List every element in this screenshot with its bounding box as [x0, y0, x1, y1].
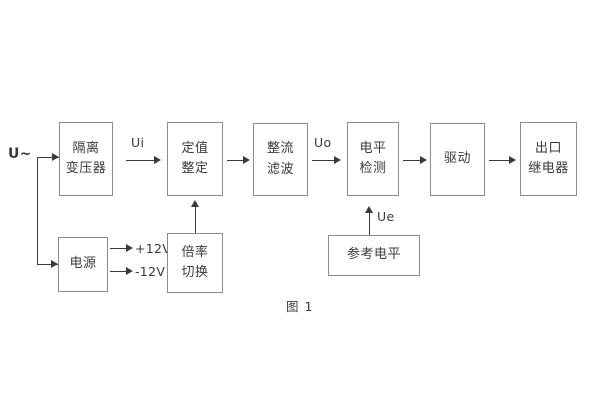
block-reference-level[interactable]: 参考电平 — [328, 235, 420, 276]
connector-multiplier-to-setting — [195, 207, 196, 233]
block-level-detect-line2: 检测 — [359, 161, 387, 176]
block-drive-line1: 驱动 — [443, 151, 471, 167]
block-multiplier-switch-line2: 切换 — [181, 265, 209, 280]
block-multiplier-switch[interactable]: 倍率 切换 — [167, 233, 223, 293]
connector-rail-positive — [110, 248, 128, 249]
rail-negative-label: -12V — [135, 264, 166, 279]
block-setting-value-line2: 整定 — [181, 161, 209, 176]
input-bus-horizontal-bottom — [37, 264, 58, 265]
block-reference-level-line1: 参考电平 — [346, 247, 401, 263]
block-output-relay[interactable]: 出口 继电器 — [520, 122, 577, 196]
block-isolation-transformer[interactable]: 隔离 变压器 — [59, 122, 113, 196]
input-bus-horizontal-top — [37, 157, 59, 158]
block-power-supply[interactable]: 电源 — [58, 237, 108, 292]
arrowhead-to-setting-value-from-multiplier — [190, 200, 199, 207]
input-source-label: U~ — [8, 146, 32, 162]
arrowhead-to-power-supply — [51, 260, 58, 268]
block-level-detect-line1: 电平 — [359, 140, 387, 156]
block-multiplier-switch-line1: 倍率 — [181, 244, 209, 260]
connector-rectify-to-level-detect — [312, 160, 336, 161]
signal-label-ue: Ue — [377, 209, 395, 224]
arrowhead-to-rectify-filter — [243, 155, 250, 164]
connector-drive-to-output-relay — [489, 160, 511, 161]
arrowhead-rail-positive — [126, 243, 133, 252]
arrowhead-to-level-detect-from-reference — [364, 206, 373, 213]
signal-label-ui: Ui — [131, 135, 145, 150]
connector-level-detect-to-drive — [403, 160, 423, 161]
block-power-supply-line1: 电源 — [69, 256, 97, 272]
signal-label-uo: Uo — [314, 135, 332, 150]
connector-setting-to-rectify — [227, 160, 245, 161]
arrowhead-to-drive — [420, 155, 427, 164]
input-bus-vertical — [37, 157, 38, 265]
figure-caption: 图 1 — [286, 299, 314, 314]
block-drive[interactable]: 驱动 — [430, 123, 485, 196]
block-level-detect[interactable]: 电平 检测 — [347, 122, 399, 196]
rail-positive-label: +12V — [135, 241, 172, 256]
connector-isolation-to-setting — [126, 160, 156, 161]
block-output-relay-line1: 出口 — [534, 140, 562, 156]
connector-rail-negative — [110, 271, 128, 272]
block-output-relay-line2: 继电器 — [528, 161, 569, 176]
block-setting-value-line1: 定值 — [181, 140, 209, 156]
block-isolation-transformer-line1: 隔离 — [72, 140, 100, 156]
arrowhead-to-output-relay — [509, 155, 516, 164]
block-rectify-filter-line2: 滤波 — [266, 161, 294, 177]
arrowhead-to-level-detect — [334, 155, 341, 164]
block-isolation-transformer-line2: 变压器 — [65, 161, 107, 176]
block-rectify-filter-line1: 整流 — [266, 141, 294, 157]
block-setting-value[interactable]: 定值 整定 — [167, 122, 223, 196]
arrowhead-to-isolation-transformer — [52, 152, 59, 161]
connector-reference-to-level-detect — [369, 213, 370, 235]
arrowhead-rail-negative — [126, 266, 133, 275]
block-rectify-filter[interactable]: 整流 滤波 — [253, 123, 308, 196]
arrowhead-to-setting-value — [154, 155, 161, 164]
